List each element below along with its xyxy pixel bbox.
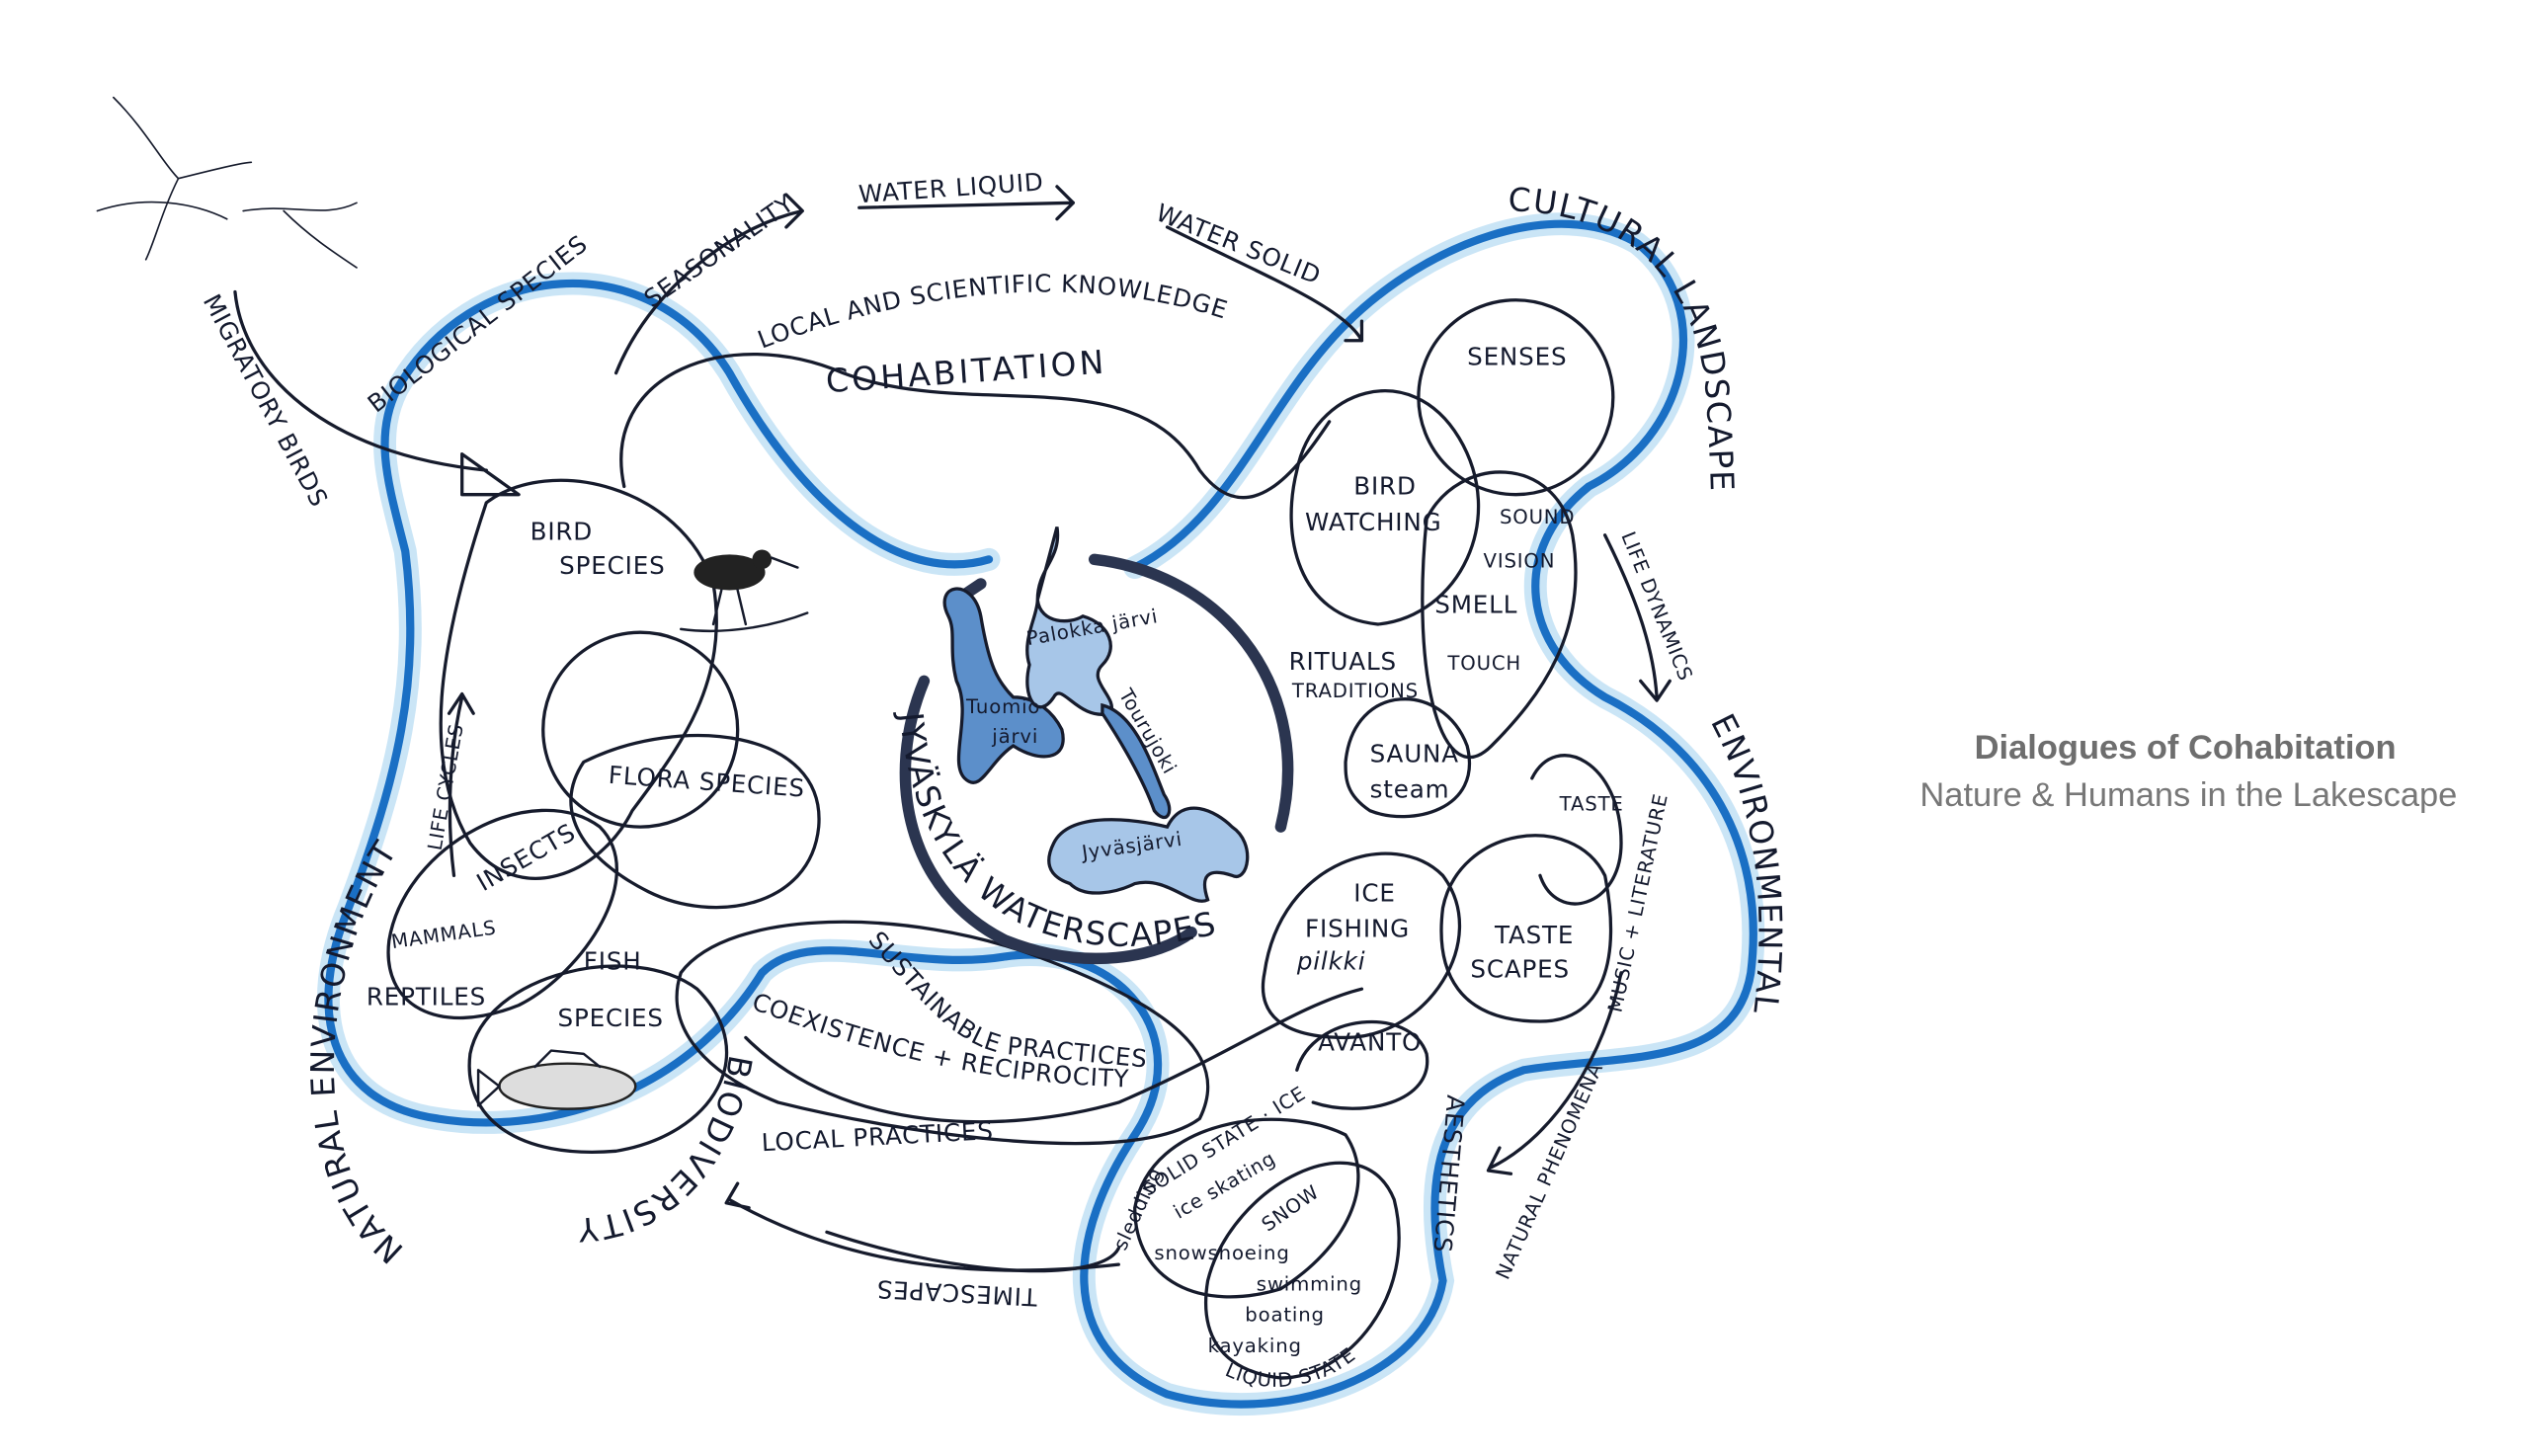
label-kayaking: kayaking	[1208, 1335, 1302, 1357]
label-natural-phenomena: NATURAL PHENOMENA	[1492, 1059, 1608, 1282]
label-fish: FISH	[584, 947, 642, 976]
label-boating: boating	[1245, 1304, 1325, 1327]
label-local-practices: LOCAL PRACTICES	[761, 1116, 994, 1157]
label-vision: VISION	[1484, 550, 1556, 573]
label-bird-species-2: SPECIES	[559, 551, 665, 580]
label-scapes: SCAPES	[1470, 955, 1570, 984]
label-knowledge-text: LOCAL AND SCIENTIFIC KNOWLEDGE	[754, 269, 1231, 354]
label-life-cycles: LIFE CYCLES	[424, 722, 468, 852]
diagram-title: Dialogues of Cohabitation	[1975, 729, 2397, 767]
label-insects: INSECTS	[472, 818, 581, 897]
label-ice: ICE	[1353, 879, 1395, 908]
diagram-subtitle: Nature & Humans in the Lakescape	[1919, 776, 2457, 814]
label-water-solid: WATER SOLID	[1152, 198, 1325, 289]
label-bird-species-1: BIRD	[530, 518, 593, 546]
arrows	[233, 185, 1672, 1272]
label-fishing: FISHING	[1305, 915, 1410, 943]
label-music-literature: MUSIC + LITERATURE	[1603, 791, 1672, 1014]
label-taste: TASTE	[1494, 921, 1574, 949]
label-snowshoeing: snowshoeing	[1154, 1242, 1289, 1264]
geese-sketch-icon	[96, 96, 358, 269]
label-flora-species: FLORA SPECIES	[608, 761, 806, 803]
label-natural-environment: NATURAL ENVIRONMENT	[304, 834, 410, 1270]
lake-palokkajarvi	[1025, 526, 1114, 716]
label-smell: SMELL	[1434, 590, 1517, 618]
label-timescapes: TIMESCAPES	[875, 1274, 1038, 1312]
label-fish-species: SPECIES	[558, 1004, 664, 1032]
label-rituals: RITUALS	[1289, 647, 1397, 676]
lake-jyvasjarvi	[1047, 806, 1250, 903]
label-tuomiojarvi-1: Tuomio	[965, 695, 1040, 718]
label-tuomiojarvi-2: järvi	[991, 725, 1038, 748]
label-natural-environment-text: NATURAL ENVIRONMENT	[304, 834, 409, 1270]
label-sound: SOUND	[1500, 506, 1575, 528]
label-senses: SENSES	[1467, 342, 1567, 370]
label-seasonality: SEASONALITY	[639, 189, 800, 313]
label-cohabitation: COHABITATION	[825, 344, 1108, 401]
label-life-dynamics: LIFE DYNAMICS	[1616, 528, 1697, 685]
label-migratory-birds: MIGRATORY BIRDS	[198, 289, 334, 512]
labels: MIGRATORY BIRDS BIOLOGICAL SPECIES SEASO…	[198, 167, 1787, 1392]
label-swimming: swimming	[1257, 1272, 1362, 1295]
label-reptiles: REPTILES	[367, 983, 486, 1011]
label-knowledge: LOCAL AND SCIENTIFIC KNOWLEDGE	[754, 269, 1231, 354]
label-traditions: TRADITIONS	[1291, 680, 1419, 702]
label-avanto: AVANTO	[1318, 1028, 1422, 1057]
label-taste-small: TASTE	[1559, 793, 1624, 816]
label-pilkki: pilkki	[1296, 947, 1366, 976]
river-lines	[316, 212, 1765, 1416]
perch-fish-sketch-icon	[476, 1049, 637, 1110]
label-bird-watching-2: WATCHING	[1305, 508, 1442, 536]
label-aesthetics: AESTHETICS	[1428, 1093, 1470, 1254]
oystercatcher-sketch-icon	[679, 549, 809, 632]
label-biological-species: BIOLOGICAL SPECIES	[363, 229, 594, 419]
river-tourujoki	[1101, 702, 1172, 819]
lake-tuomiojarvi	[942, 587, 1065, 784]
label-steam: steam	[1370, 775, 1450, 804]
waterscapes-circle	[899, 526, 1294, 965]
ink-loops	[386, 298, 1623, 1380]
label-bird-watching-1: BIRD	[1353, 472, 1416, 501]
label-snow: SNOW	[1258, 1180, 1324, 1236]
label-sauna: SAUNA	[1370, 739, 1459, 768]
label-mammals: MAMMALS	[390, 916, 498, 953]
label-touch: TOUCH	[1446, 652, 1521, 675]
